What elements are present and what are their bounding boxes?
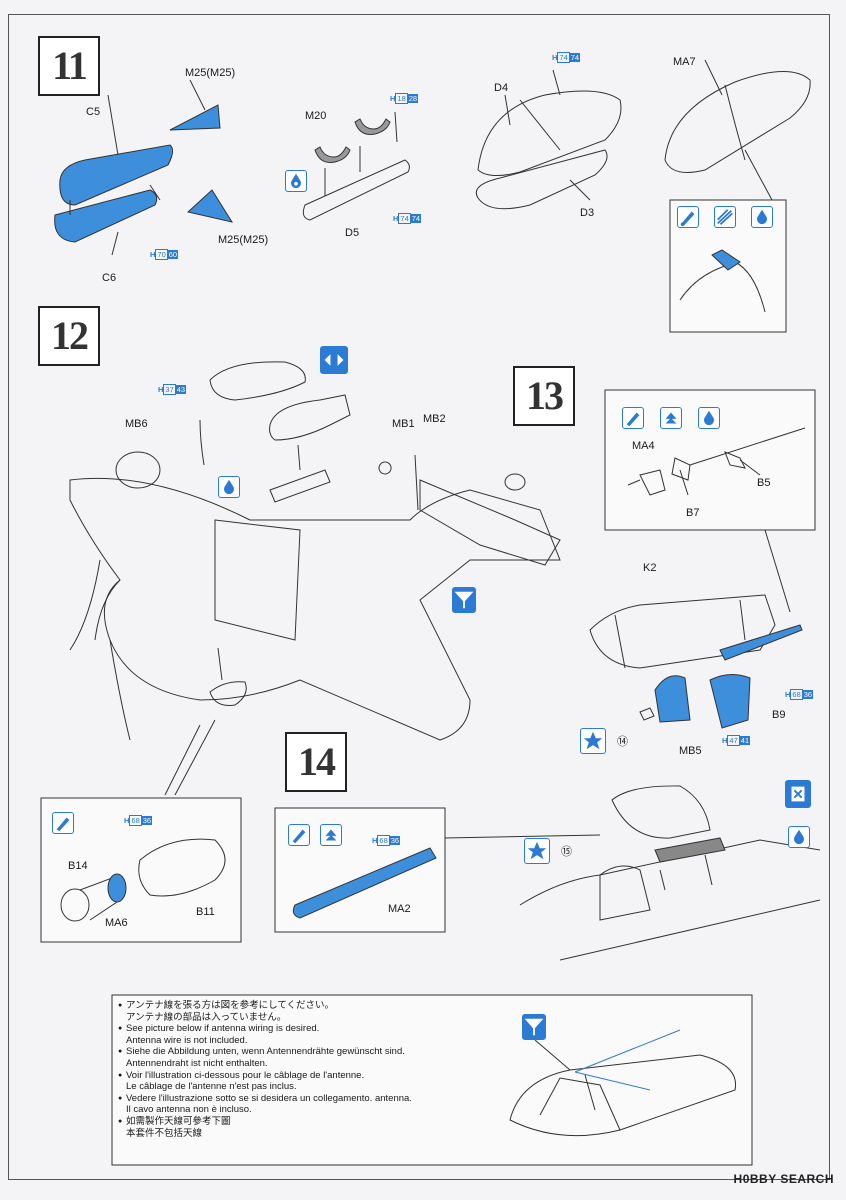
note-en-2: Antenna wire is not included. bbox=[126, 1034, 248, 1046]
part-label-d3: D3 bbox=[580, 207, 595, 219]
part-label-b7: B7 bbox=[686, 507, 700, 519]
glue-icon bbox=[677, 206, 699, 228]
note-jp-1: アンテナ線を張る方は図を参考にしてください。 bbox=[118, 1000, 412, 1012]
antenna-icon bbox=[522, 1014, 546, 1040]
part-label-ma4: MA4 bbox=[632, 440, 655, 452]
note-de-1: Siehe die Abbildung unten, wenn Antennen… bbox=[118, 1046, 412, 1058]
part-label-d4: D4 bbox=[494, 82, 509, 94]
part-label-m25-bottom: M25(M25) bbox=[218, 234, 269, 246]
part-label-mb1: MB1 bbox=[392, 418, 415, 430]
part-label-ma6: MA6 bbox=[105, 917, 128, 929]
antenna-icon bbox=[452, 587, 476, 613]
watermark: H0BBY SEARCH bbox=[733, 1172, 834, 1186]
decal-number-14: ⑭ bbox=[617, 736, 628, 748]
part-label-mb6: MB6 bbox=[125, 418, 148, 430]
part-label-ma2: MA2 bbox=[388, 903, 411, 915]
note-en-1: See picture below if antenna wiring is d… bbox=[118, 1023, 412, 1035]
part-label-b14: B14 bbox=[68, 860, 88, 872]
part-label-m25-top: M25(M25) bbox=[185, 67, 236, 79]
note-fr-2: Le câblage de l'antenne n'est pas inclus… bbox=[126, 1081, 297, 1093]
glue-icon bbox=[288, 824, 310, 846]
glue-icon bbox=[52, 812, 74, 834]
part-label-c5: C5 bbox=[86, 106, 101, 118]
part-label-mb2: MB2 bbox=[423, 413, 446, 425]
decal-icon bbox=[524, 838, 550, 864]
part-label-c6: C6 bbox=[102, 272, 117, 284]
part-label-d5: D5 bbox=[345, 227, 360, 239]
part-label-b5: B5 bbox=[757, 477, 771, 489]
part-label-ma7: MA7 bbox=[673, 56, 696, 68]
part-label-m20: M20 bbox=[305, 110, 327, 122]
note-zh-2: 本套件不包括天線 bbox=[126, 1127, 203, 1139]
sticker-icon bbox=[785, 780, 811, 808]
glue-icon bbox=[622, 407, 644, 429]
paint-icon bbox=[788, 826, 810, 848]
flip-icon bbox=[660, 407, 682, 429]
decal-icon bbox=[580, 728, 606, 754]
part-label-b11: B11 bbox=[196, 906, 215, 918]
note-zh-1: 如需製作天線可參考下圖 bbox=[118, 1116, 412, 1128]
note-jp-2: アンテナ線の部品は入っていません。 bbox=[126, 1011, 287, 1023]
step-number-13: 13 bbox=[513, 366, 575, 426]
note-de-2: Antennendraht ist nicht enthalten. bbox=[126, 1057, 268, 1069]
part-label-k2: K2 bbox=[643, 562, 657, 574]
note-fr-1: Voir l'illustration ci-dessous pour le c… bbox=[118, 1070, 412, 1082]
paint-icon bbox=[218, 476, 240, 498]
note-it-2: Il cavo antenna non è incluso. bbox=[126, 1104, 252, 1116]
step-number-11: 11 bbox=[38, 36, 100, 96]
paint-icon bbox=[285, 170, 307, 192]
paint-icon bbox=[751, 206, 773, 228]
page-frame bbox=[8, 14, 830, 1180]
step-number-12: 12 bbox=[38, 306, 100, 366]
part-label-mb5: MB5 bbox=[679, 745, 702, 757]
flip-icon bbox=[320, 346, 348, 374]
note-it-1: Vedere l'illustrazione sotto se si desid… bbox=[118, 1093, 412, 1105]
stripe-paint-icon bbox=[714, 206, 736, 228]
paint-icon bbox=[698, 407, 720, 429]
decal-number-15: ⑮ bbox=[561, 846, 572, 858]
antenna-notes: アンテナ線を張る方は図を参考にしてください。 アンテナ線の部品は入っていません。… bbox=[118, 1000, 412, 1139]
flip-icon bbox=[320, 824, 342, 846]
step-number-14: 14 bbox=[285, 732, 347, 792]
part-label-b9: B9 bbox=[772, 709, 786, 721]
